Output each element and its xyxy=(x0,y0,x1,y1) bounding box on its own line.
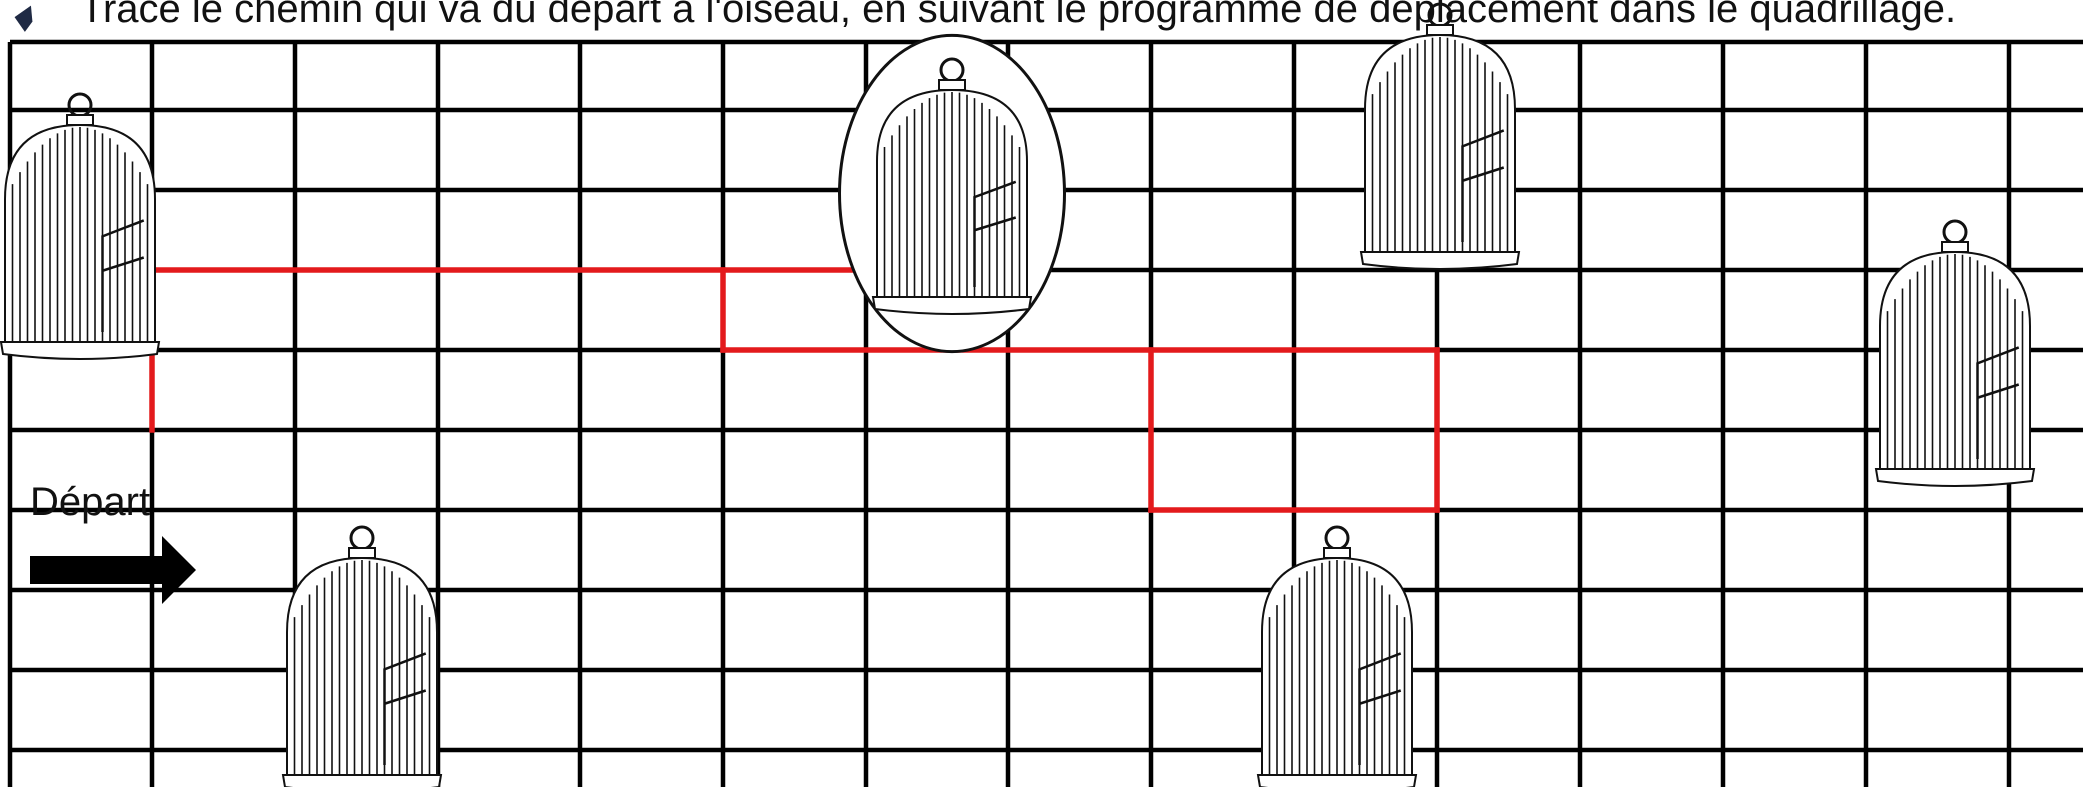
cage-ring-icon xyxy=(351,527,373,549)
cage-base xyxy=(1361,252,1519,269)
cage-base xyxy=(283,775,441,787)
cage-ring-icon xyxy=(69,94,91,116)
pencil-icon xyxy=(15,6,42,32)
cage-top-left xyxy=(1,94,159,359)
cage-cap xyxy=(939,80,965,90)
cage-cap xyxy=(1427,25,1453,35)
cage-circled-target xyxy=(840,35,1065,351)
cage-cap xyxy=(1324,548,1350,558)
cage-base xyxy=(873,297,1031,314)
cage-base xyxy=(1,342,159,359)
cage-cap xyxy=(1942,242,1968,252)
cage-ring-icon xyxy=(1326,527,1348,549)
cage-bottom-center xyxy=(1258,527,1416,787)
instruction-line: Trace le chemin qui va du départ à l'ois… xyxy=(15,0,1957,32)
cage-cap xyxy=(67,115,93,125)
route-path xyxy=(152,270,1437,510)
cage-base xyxy=(1876,469,2034,486)
instruction-text: Trace le chemin qui va du départ à l'ois… xyxy=(80,0,1956,31)
cage-bottom-left xyxy=(283,527,441,787)
cage-base xyxy=(1258,775,1416,787)
cage-ring-icon xyxy=(1944,221,1966,243)
cage-cap xyxy=(349,548,375,558)
right-arrow-icon xyxy=(30,536,196,604)
start-marker: Départ xyxy=(30,480,196,604)
start-label: Départ xyxy=(30,480,150,524)
